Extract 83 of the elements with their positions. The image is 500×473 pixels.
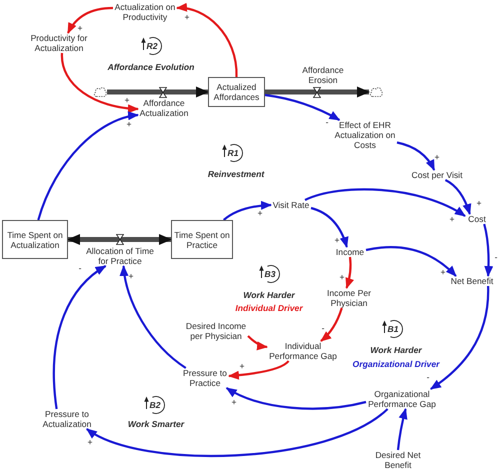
polarity-sign: + [449, 214, 455, 224]
polarity-sign: + [77, 23, 83, 33]
loop-name: Affordance Evolution [108, 62, 194, 72]
variable-label: Desired Income per Physician [184, 321, 248, 341]
loop-name: Work Harder [243, 290, 295, 300]
polarity-sign: + [184, 12, 190, 22]
variable-label: Organizational Performance Gap [366, 389, 438, 409]
loop-name: Work Smarter [128, 419, 184, 429]
loop-name: Organizational Driver [352, 359, 440, 369]
stock-name: Time Spent on Practice [174, 230, 230, 250]
stock-box [2, 220, 68, 259]
causal-arrow [320, 308, 343, 342]
polarity-sign: + [440, 267, 446, 277]
causal-arrow [37, 112, 139, 220]
causal-arrow [304, 188, 466, 217]
polarity-sign: - [494, 252, 498, 262]
variable-label: Visit Rate [271, 200, 311, 210]
causal-arrow [396, 141, 436, 171]
polarity-sign: - [326, 117, 328, 127]
flow-pipe-arrow [265, 86, 370, 98]
causal-arrow [120, 265, 186, 369]
causal-arrow [310, 206, 348, 248]
variable-label: Actualization on Productivity [113, 2, 177, 22]
variable-label: Pressure to Actualization [41, 409, 93, 429]
variable-label: Productivity for Actualization [29, 33, 89, 53]
causal-arrow [226, 387, 366, 410]
causal-arrow [264, 94, 340, 121]
variable-label: Income [334, 247, 366, 257]
polarity-sign: + [476, 198, 482, 208]
polarity-sign: + [87, 437, 93, 447]
stock-name: Time Spent on Actualization [6, 230, 64, 250]
loop-id: B3 [264, 269, 276, 279]
stock-box [171, 220, 233, 259]
causal-arrow [430, 286, 490, 390]
polarity-sign: - [78, 263, 82, 273]
cloud-icon [93, 86, 107, 98]
flow-pipe-arrow [67, 234, 172, 245]
polarity-sign: + [239, 361, 245, 371]
variable-label: Income Per Physician [325, 288, 373, 308]
causal-arrow [176, 4, 238, 78]
loop-id: R2 [146, 41, 158, 51]
polarity-sign: + [334, 235, 340, 245]
variable-label: Cost [465, 214, 489, 224]
variable-label: Individual Performance Gap [267, 341, 339, 361]
causal-arrow [86, 408, 388, 458]
causal-arrow [247, 335, 268, 350]
polarity-sign: + [126, 119, 132, 129]
causal-arrow [366, 246, 457, 277]
stock-box [208, 77, 265, 107]
polarity-sign: + [257, 208, 263, 218]
loop-name: Individual Driver [235, 303, 303, 313]
loop-id: R1 [228, 148, 238, 158]
flow-pipe-arrow [107, 86, 209, 98]
polarity-sign: + [231, 397, 237, 407]
causal-arrow [60, 52, 139, 113]
polarity-sign: + [434, 152, 440, 162]
variable-label: Desired Net Benefit [373, 450, 423, 470]
loop-id: B2 [150, 400, 160, 410]
cloud-icon [369, 86, 383, 98]
polarity-sign: + [124, 95, 130, 105]
flow-label: Affordance Erosion [301, 65, 345, 85]
variable-label: Net Benefit [449, 276, 495, 286]
causal-arrow [52, 265, 106, 410]
causal-arrow [228, 360, 290, 380]
variable-label: Effect of EHR Actualization on Costs [333, 120, 397, 150]
loop-id: B1 [388, 324, 398, 334]
polarity-sign: - [322, 323, 324, 333]
polarity-sign: + [339, 272, 345, 282]
causal-arrow [483, 224, 494, 277]
polarity-sign: - [426, 372, 430, 382]
causal-arrow [444, 179, 471, 215]
causal-arrow [67, 6, 114, 34]
variable-label: Pressure to Practice [181, 368, 229, 388]
loop-name: Reinvestment [208, 169, 264, 179]
loop-name: Work Harder [370, 345, 422, 355]
stock-name: Actualized Affordances [212, 82, 260, 102]
causal-arrow [345, 256, 354, 289]
variable-label: Cost per Visit [409, 170, 465, 180]
polarity-sign: + [128, 271, 134, 281]
variable-label: Affordance Actualization [138, 98, 190, 118]
causal-arrow [396, 408, 408, 450]
variable-label: Allocation of Time for Practice [84, 246, 156, 266]
causal-arrow [223, 201, 272, 221]
